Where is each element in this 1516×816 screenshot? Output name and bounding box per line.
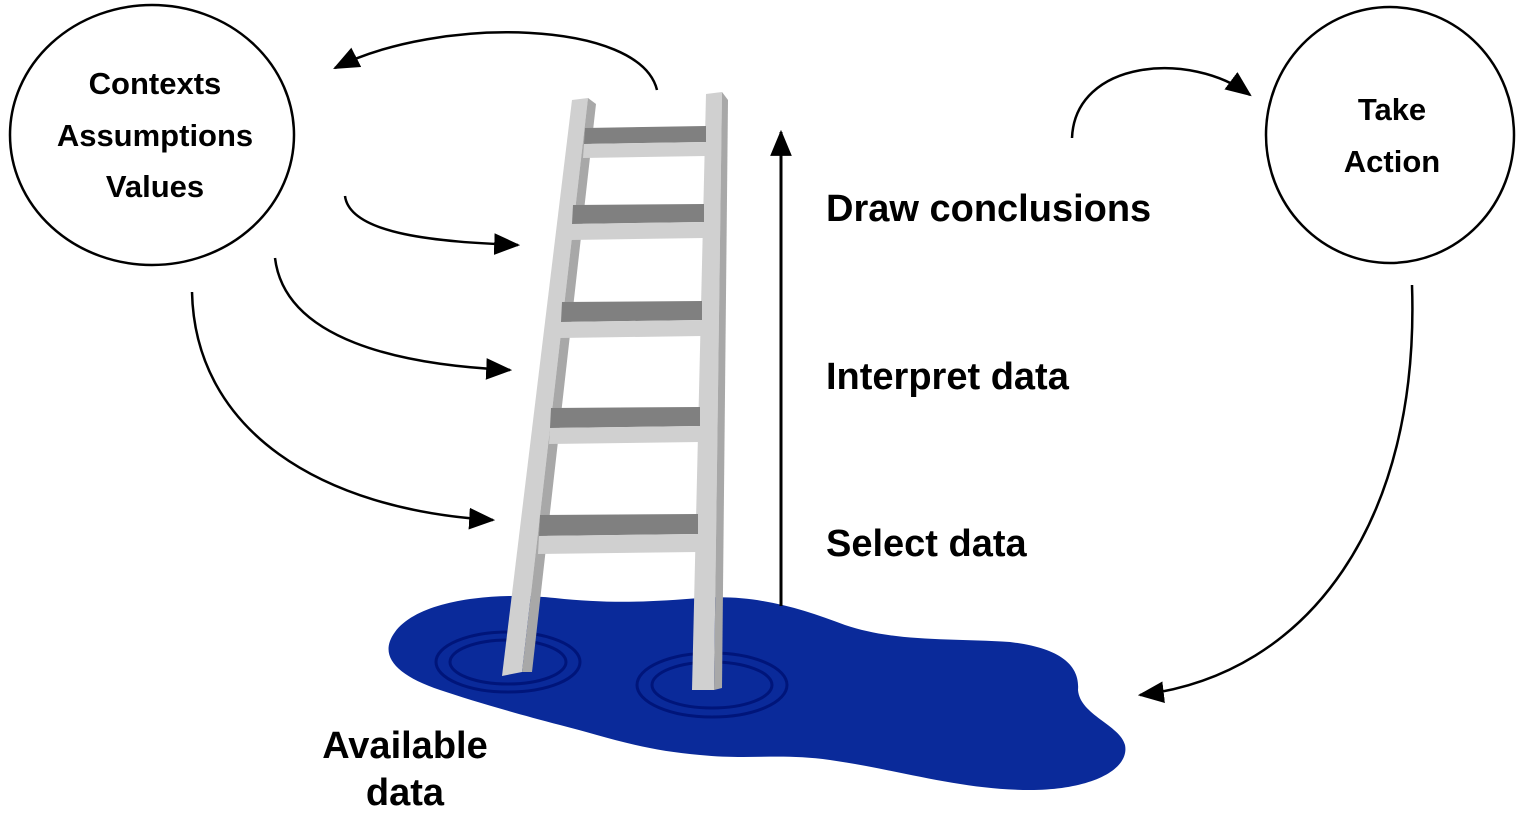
ladder-right-rail [692, 92, 722, 690]
pool-label-data: data [366, 772, 445, 811]
action-arrow-return [1137, 284, 1414, 703]
feedback-arrow-top [333, 31, 659, 91]
ladder-rung-1 [583, 126, 706, 158]
pool-label-available: Available [322, 725, 487, 767]
ladder-left-rail-side [522, 98, 596, 672]
step-draw-conclusions: Draw conclusions [826, 188, 1151, 230]
step-select-data: Select data [826, 523, 1028, 565]
action-arrow-top [1070, 67, 1252, 139]
influence-arrow-1 [343, 195, 521, 255]
influence-arrow-3 [190, 291, 496, 530]
circle-label-take: Take [1358, 92, 1426, 127]
ladder-rung-4 [549, 407, 700, 444]
ladder-right-rail-side [714, 92, 728, 690]
ladder-rung-3 [560, 301, 702, 338]
step-interpret-data: Interpret data [826, 356, 1070, 398]
circle-label-contexts: Contexts [89, 66, 222, 101]
pool-shape [388, 595, 1126, 790]
ladder-rung-5 [538, 514, 698, 554]
available-data-pool [388, 595, 1126, 790]
circle-label-assumptions: Assumptions [57, 118, 253, 153]
ladder-left-rail [502, 98, 588, 676]
ladder-rung-2 [571, 204, 704, 240]
take-action-circle: Take Action [1264, 5, 1516, 265]
take-action-circle-outline [1264, 5, 1516, 265]
contexts-circle: Contexts Assumptions Values [8, 3, 296, 267]
ladder [502, 92, 728, 690]
contexts-circle-outline [8, 3, 296, 267]
influence-arrow-2 [273, 257, 513, 380]
circle-label-action: Action [1344, 144, 1440, 179]
circle-label-values: Values [106, 169, 204, 204]
